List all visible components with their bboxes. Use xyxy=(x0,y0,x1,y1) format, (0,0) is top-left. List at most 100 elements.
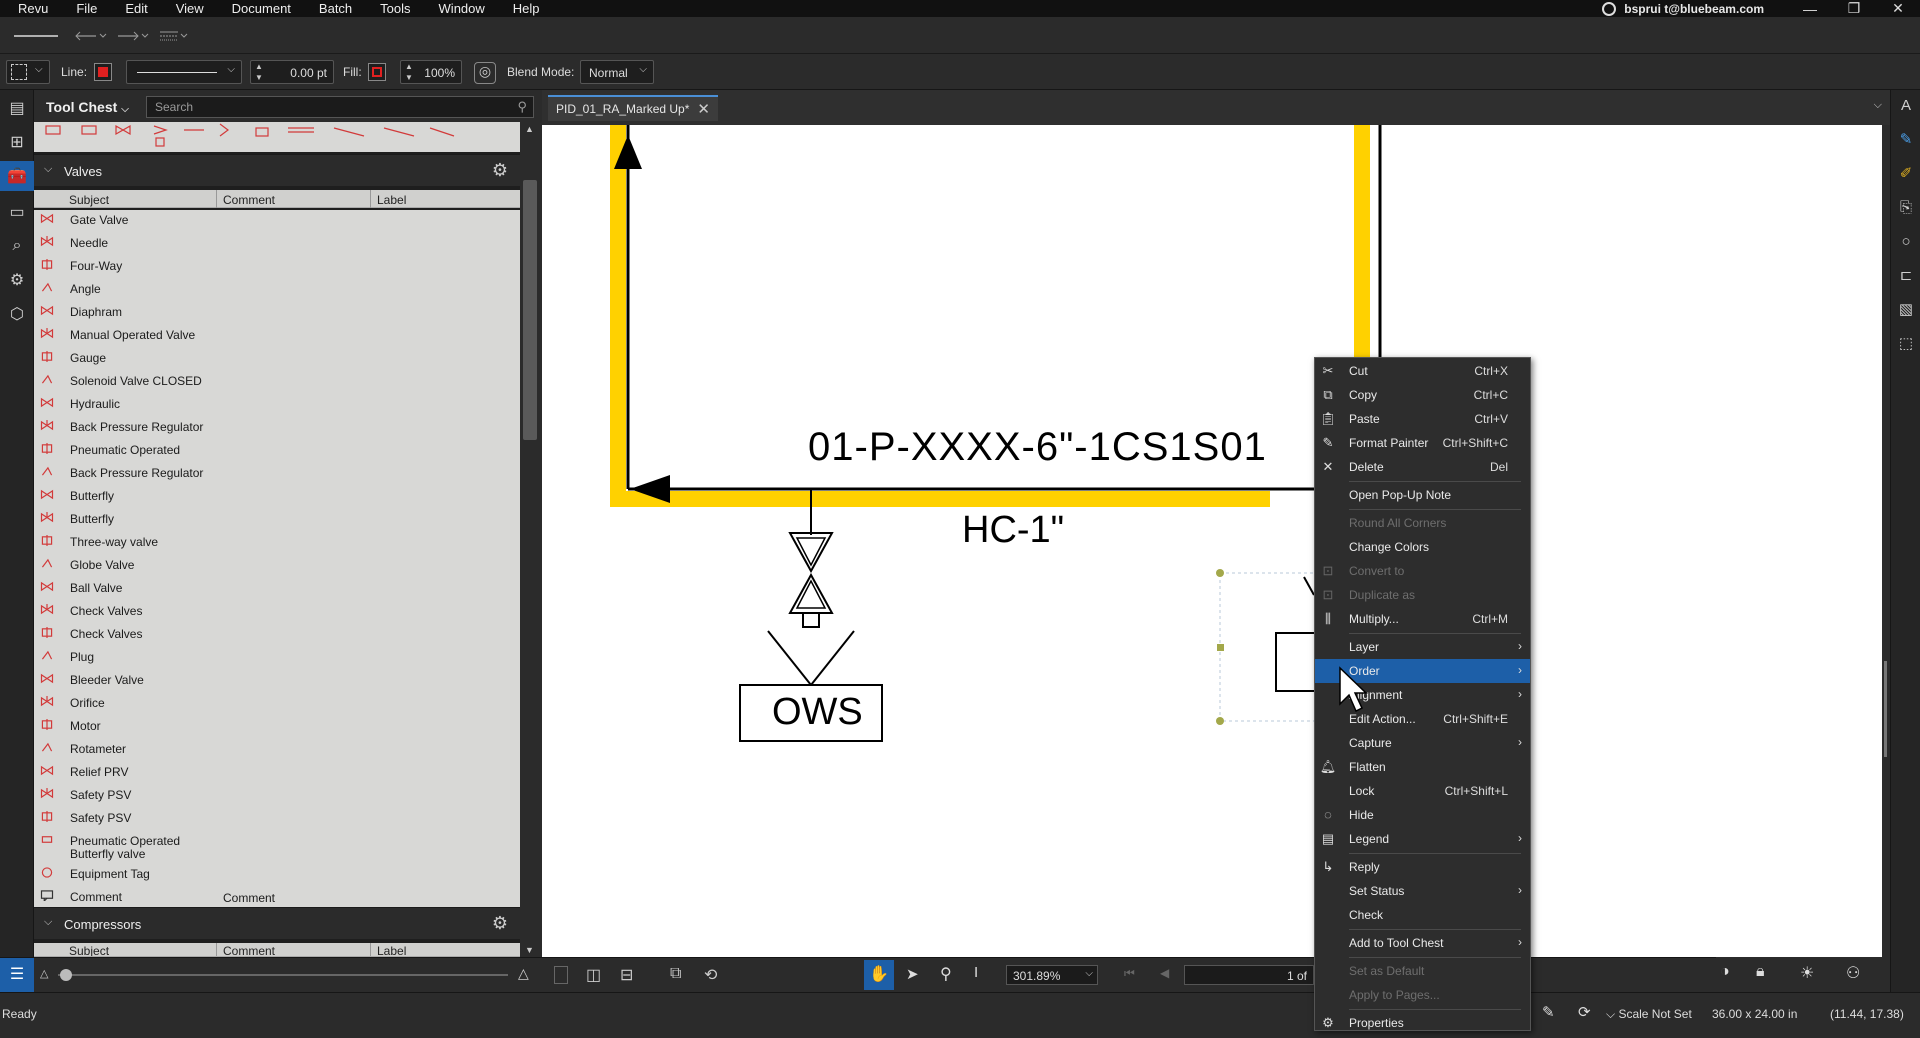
menu-batch[interactable]: Batch xyxy=(305,0,366,17)
settings-panel-icon[interactable]: ⚙ xyxy=(0,265,34,295)
column-comment[interactable]: Comment xyxy=(223,944,275,957)
first-page-icon[interactable]: ⏮ xyxy=(1124,966,1135,981)
list-item[interactable]: Four-Way xyxy=(34,256,520,279)
fill-color-swatch[interactable] xyxy=(368,63,386,81)
drawing-page[interactable]: 01-P-XXXX-6"-1CS1S01 HC-1" OWS xyxy=(542,125,1882,957)
menu-help[interactable]: Help xyxy=(499,0,554,17)
opacity-input[interactable]: ▲▼ 100% xyxy=(400,60,462,84)
lock-icon[interactable]: 🔒︎ xyxy=(1756,963,1765,981)
list-item[interactable]: Gauge xyxy=(34,348,520,371)
split-horizontal-icon[interactable]: ⊟ xyxy=(620,965,633,985)
list-item[interactable]: Solenoid Valve CLOSED xyxy=(34,371,520,394)
copy-menu-item[interactable]: ⧉CopyCtrl+C xyxy=(1315,383,1530,407)
previous-page-icon[interactable]: ◀ xyxy=(1160,966,1169,980)
measure-icon[interactable]: ▭ xyxy=(0,197,34,227)
column-subject[interactable]: Subject xyxy=(69,193,109,207)
list-item[interactable]: Check Valves xyxy=(34,601,520,624)
snapshot-icon[interactable]: ⬚ xyxy=(1891,328,1920,358)
line-color-swatch[interactable] xyxy=(94,63,112,81)
capture-menu-item[interactable]: Capture› xyxy=(1315,731,1530,755)
icon-size-slider[interactable] xyxy=(58,974,508,976)
list-view-icon[interactable]: ☰ xyxy=(0,958,34,992)
menu-revu[interactable]: Revu xyxy=(0,0,62,17)
tab-list-chevron-icon[interactable]: ⌵ xyxy=(1874,99,1882,112)
list-item[interactable]: Manual Operated Valve xyxy=(34,325,520,348)
list-item[interactable]: Butterfly xyxy=(34,486,520,509)
properties-menu-item[interactable]: ⚙Properties xyxy=(1315,1011,1530,1035)
list-item[interactable]: Check Valves xyxy=(34,624,520,647)
markup-icon[interactable]: ✎ xyxy=(1542,1003,1555,1021)
select-tool-icon[interactable]: ➤ xyxy=(906,965,919,983)
list-item[interactable]: Butterfly xyxy=(34,509,520,532)
gear-icon[interactable]: ⚙ xyxy=(492,913,508,934)
studio-icon[interactable]: ⬡ xyxy=(0,299,34,329)
search-panel-icon[interactable]: ⌕ xyxy=(0,231,34,261)
scale-status[interactable]: ⌵ Scale Not Set xyxy=(1606,1007,1692,1022)
check-menu-item[interactable]: Check xyxy=(1315,903,1530,927)
close-tab-icon[interactable]: ✕ xyxy=(697,100,710,118)
thumbnails-icon[interactable]: ⊞ xyxy=(0,127,34,157)
column-subject[interactable]: Subject xyxy=(69,944,109,957)
column-comment[interactable]: Comment xyxy=(223,193,275,207)
list-item[interactable]: Three-way valve xyxy=(34,532,520,555)
select-tool-dropdown[interactable]: ⌵ xyxy=(6,60,50,84)
compare-icon[interactable]: ⧉ xyxy=(670,965,681,983)
lock-menu-item[interactable]: LockCtrl+Shift+L xyxy=(1315,779,1530,803)
split-vertical-icon[interactable]: ◫ xyxy=(586,965,601,985)
column-label[interactable]: Label xyxy=(377,944,406,957)
menu-document[interactable]: Document xyxy=(218,0,305,17)
list-item[interactable]: Globe Valve xyxy=(34,555,520,578)
text-select-icon[interactable]: I xyxy=(974,964,978,981)
compressors-section-header[interactable]: ⌵ Compressors ⚙ xyxy=(34,907,520,939)
list-item[interactable]: Gate Valve xyxy=(34,210,520,233)
single-page-icon[interactable] xyxy=(554,966,568,984)
list-item[interactable]: Angle xyxy=(34,279,520,302)
list-item[interactable]: Relief PRV xyxy=(34,762,520,785)
minimize-icon[interactable]: — xyxy=(1788,1,1832,17)
image-icon[interactable]: ▧ xyxy=(1891,294,1920,324)
column-label[interactable]: Label xyxy=(377,193,406,207)
tool-chest-search-input[interactable]: Search ⚲ xyxy=(146,96,534,118)
sync-status-icon[interactable]: ⟳ xyxy=(1578,1003,1591,1021)
menu-file[interactable]: File xyxy=(62,0,111,17)
hide-menu-item[interactable]: ◌Hide xyxy=(1315,803,1530,827)
zoom-level-dropdown[interactable]: 301.89% ⌵ xyxy=(1006,965,1098,985)
open-popup-note-menu-item[interactable]: Open Pop-Up Note xyxy=(1315,483,1530,507)
change-colors-menu-item[interactable]: Change Colors xyxy=(1315,535,1530,559)
add-to-tool-chest-menu-item[interactable]: Add to Tool Chest› xyxy=(1315,931,1530,955)
list-item[interactable]: Orifice xyxy=(34,693,520,716)
reuse-icon[interactable]: ⚇ xyxy=(1846,963,1860,983)
list-item[interactable]: Safety PSV xyxy=(34,785,520,808)
list-item[interactable]: Rotameter xyxy=(34,739,520,762)
blend-mode-dropdown[interactable]: Normal ⌵ xyxy=(580,60,654,84)
canvas-vertical-scrollbar[interactable] xyxy=(1882,125,1890,957)
line-style-dropdown[interactable]: ⌵ xyxy=(126,60,242,84)
list-item[interactable]: Plug xyxy=(34,647,520,670)
list-item[interactable]: Bleeder Valve xyxy=(34,670,520,693)
page-number-input[interactable]: 1 of xyxy=(1184,965,1314,985)
scrollbar-thumb[interactable] xyxy=(1884,661,1887,757)
properties-panel-icon[interactable]: ▤ xyxy=(0,93,34,123)
document-canvas[interactable]: 01-P-XXXX-6"-1CS1S01 HC-1" OWS xyxy=(542,125,1890,957)
list-item[interactable]: Back Pressure Regulator xyxy=(34,417,520,440)
transparency-icon[interactable]: ◎ xyxy=(474,62,496,84)
highlighter-icon[interactable]: ✐ xyxy=(1891,158,1920,188)
list-item[interactable]: Pneumatic Operated xyxy=(34,440,520,463)
list-item[interactable]: Equipment Tag xyxy=(34,864,520,887)
menu-window[interactable]: Window xyxy=(425,0,499,17)
list-item[interactable]: Diaphram xyxy=(34,302,520,325)
scroll-up-icon[interactable]: ▲ xyxy=(525,124,534,134)
brightness-icon[interactable]: ☀ xyxy=(1800,963,1814,983)
pan-tool-icon[interactable]: ✋ xyxy=(864,960,894,990)
scrollbar-thumb[interactable] xyxy=(523,180,537,440)
flatten-menu-item[interactable]: 🔔︎Flatten xyxy=(1315,755,1530,779)
paste-menu-item[interactable]: 📋︎PasteCtrl+V xyxy=(1315,407,1530,431)
set-status-menu-item[interactable]: Set Status› xyxy=(1315,879,1530,903)
cut-menu-item[interactable]: ✂CutCtrl+X xyxy=(1315,359,1530,383)
tool-chest-icon[interactable]: 🧰 xyxy=(0,161,34,191)
menu-view[interactable]: View xyxy=(162,0,218,17)
stamp-icon[interactable]: ⊏ xyxy=(1891,260,1920,290)
list-item[interactable]: Hydraulic xyxy=(34,394,520,417)
document-tab[interactable]: PID_01_RA_Marked Up* ✕ xyxy=(548,95,718,121)
menu-tools[interactable]: Tools xyxy=(366,0,424,17)
